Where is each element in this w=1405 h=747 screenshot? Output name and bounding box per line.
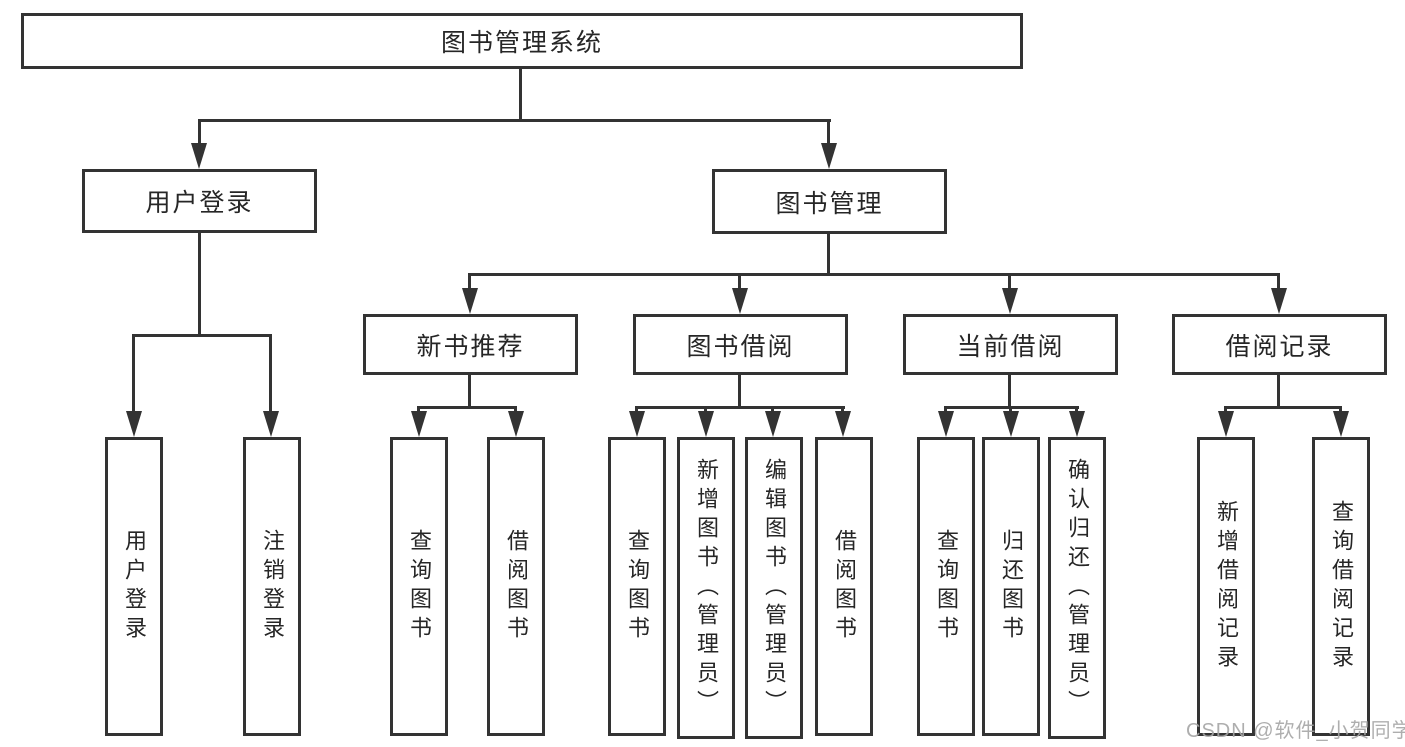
leaf-return-books: 归还图书	[982, 437, 1040, 736]
connector-branch	[1008, 273, 1011, 291]
arrow-down-icon	[191, 143, 207, 169]
connector-root-stem	[519, 69, 522, 122]
connector-branch	[1339, 406, 1342, 414]
arrow-down-icon	[938, 411, 954, 437]
connector-branch	[1224, 406, 1227, 414]
connector-branch	[468, 273, 471, 291]
leaf-borrow-books-borrowing: 借阅图书	[815, 437, 873, 736]
leaf-query-borrow-record: 查询借阅记录	[1312, 437, 1370, 736]
leaf-borrow-books-recommend: 借阅图书	[487, 437, 545, 736]
arrow-down-icon	[1218, 411, 1234, 437]
leaf-query-books-recommend: 查询图书	[390, 437, 448, 736]
arrow-down-icon	[835, 411, 851, 437]
connector-user-login-bar	[132, 334, 272, 337]
connector-branch	[738, 273, 741, 291]
arrow-down-icon	[508, 411, 524, 437]
node-root: 图书管理系统	[21, 13, 1023, 69]
connector-branch	[1009, 406, 1012, 414]
node-new-book-recommend: 新书推荐	[363, 314, 578, 375]
connector-book-mgmt-stem	[827, 234, 830, 276]
connector-branch	[1075, 406, 1078, 414]
leaf-add-borrow-record: 新增借阅记录	[1197, 437, 1255, 736]
arrow-down-icon	[263, 411, 279, 437]
leaf-logout: 注销登录	[243, 437, 301, 736]
arrow-down-icon	[1003, 411, 1019, 437]
arrow-down-icon	[765, 411, 781, 437]
connector-bar	[635, 406, 845, 409]
connector-branch	[771, 406, 774, 414]
connector-bar	[417, 406, 517, 409]
leaf-user-login: 用户登录	[105, 437, 163, 736]
watermark: CSDN @软件_小贺同学	[1186, 720, 1405, 742]
connector-stem	[1008, 375, 1011, 409]
connector-branch	[635, 406, 638, 414]
connector-level2-bar	[468, 273, 1280, 276]
arrow-down-icon	[1002, 288, 1018, 314]
node-user-login: 用户登录	[82, 169, 317, 233]
leaf-confirm-return-admin: 确认归还（管理员）	[1048, 437, 1106, 739]
connector-branch	[1277, 273, 1280, 291]
connector-branch	[944, 406, 947, 414]
connector-level1-bar	[198, 119, 831, 122]
leaf-query-books-borrowing: 查询图书	[608, 437, 666, 736]
connector-stem	[1277, 375, 1280, 409]
leaf-query-books-current: 查询图书	[917, 437, 975, 736]
connector-stem	[738, 375, 741, 409]
connector-branch	[132, 334, 135, 414]
arrow-down-icon	[821, 143, 837, 169]
connector-branch	[841, 406, 844, 414]
arrow-down-icon	[1333, 411, 1349, 437]
arrow-down-icon	[629, 411, 645, 437]
connector-branch	[827, 119, 830, 147]
connector-branch	[514, 406, 517, 414]
connector-branch	[269, 334, 272, 414]
arrow-down-icon	[698, 411, 714, 437]
arrow-down-icon	[1069, 411, 1085, 437]
node-book-borrowing: 图书借阅	[633, 314, 848, 375]
node-current-borrowing: 当前借阅	[903, 314, 1118, 375]
connector-branch	[417, 406, 420, 414]
arrow-down-icon	[732, 288, 748, 314]
node-book-management: 图书管理	[712, 169, 947, 234]
node-borrowing-records: 借阅记录	[1172, 314, 1387, 375]
arrow-down-icon	[126, 411, 142, 437]
leaf-edit-book-admin: 编辑图书（管理员）	[745, 437, 803, 739]
arrow-down-icon	[1271, 288, 1287, 314]
arrow-down-icon	[462, 288, 478, 314]
arrow-down-icon	[411, 411, 427, 437]
leaf-add-book-admin: 新增图书（管理员）	[677, 437, 735, 739]
connector-stem	[468, 375, 471, 409]
connector-bar	[1224, 406, 1342, 409]
connector-branch	[198, 119, 201, 147]
connector-user-login-stem	[198, 233, 201, 336]
connector-branch	[704, 406, 707, 414]
